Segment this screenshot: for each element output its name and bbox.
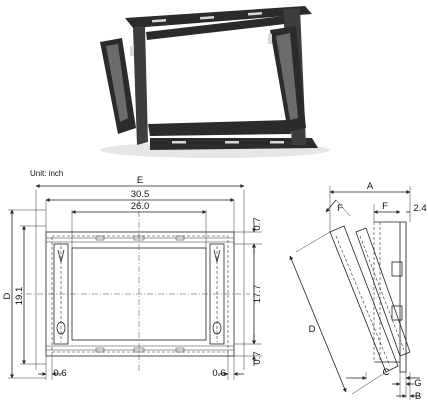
dim-e-label: E [137, 175, 143, 186]
unit-label: Unit: inch [30, 169, 63, 178]
dim-f-left: F [337, 203, 343, 214]
dim-g-label: G [414, 378, 421, 389]
front-view: E 30.5 26.0 D 19.1 0.7 17.7 0.7 [2, 175, 263, 380]
dim-f-right: F [382, 201, 388, 212]
dim-b-label: B [415, 391, 421, 402]
dim-top-rail: 0.7 [252, 217, 263, 230]
dim-diagonal-d: D [309, 324, 316, 335]
bracket-photo [100, 6, 330, 158]
dim-right-offset: 0.6 [212, 368, 225, 379]
dim-inner-width: 26.0 [131, 201, 150, 212]
dim-outer-height: 19.1 [14, 287, 25, 306]
dim-a-label: A [367, 181, 374, 192]
side-view: A F F 2.4 D C G B [289, 181, 427, 402]
dim-left-offset: 0.6 [53, 368, 66, 379]
dim-c-label: C [383, 367, 390, 378]
dim-inner-height: 17.7 [252, 285, 263, 304]
dim-bottom-rail: 0.7 [252, 351, 263, 364]
dim-wall-gap: 2.4 [413, 203, 426, 214]
dim-d-label: D [2, 292, 13, 299]
dim-outer-width: 30.5 [131, 189, 150, 200]
